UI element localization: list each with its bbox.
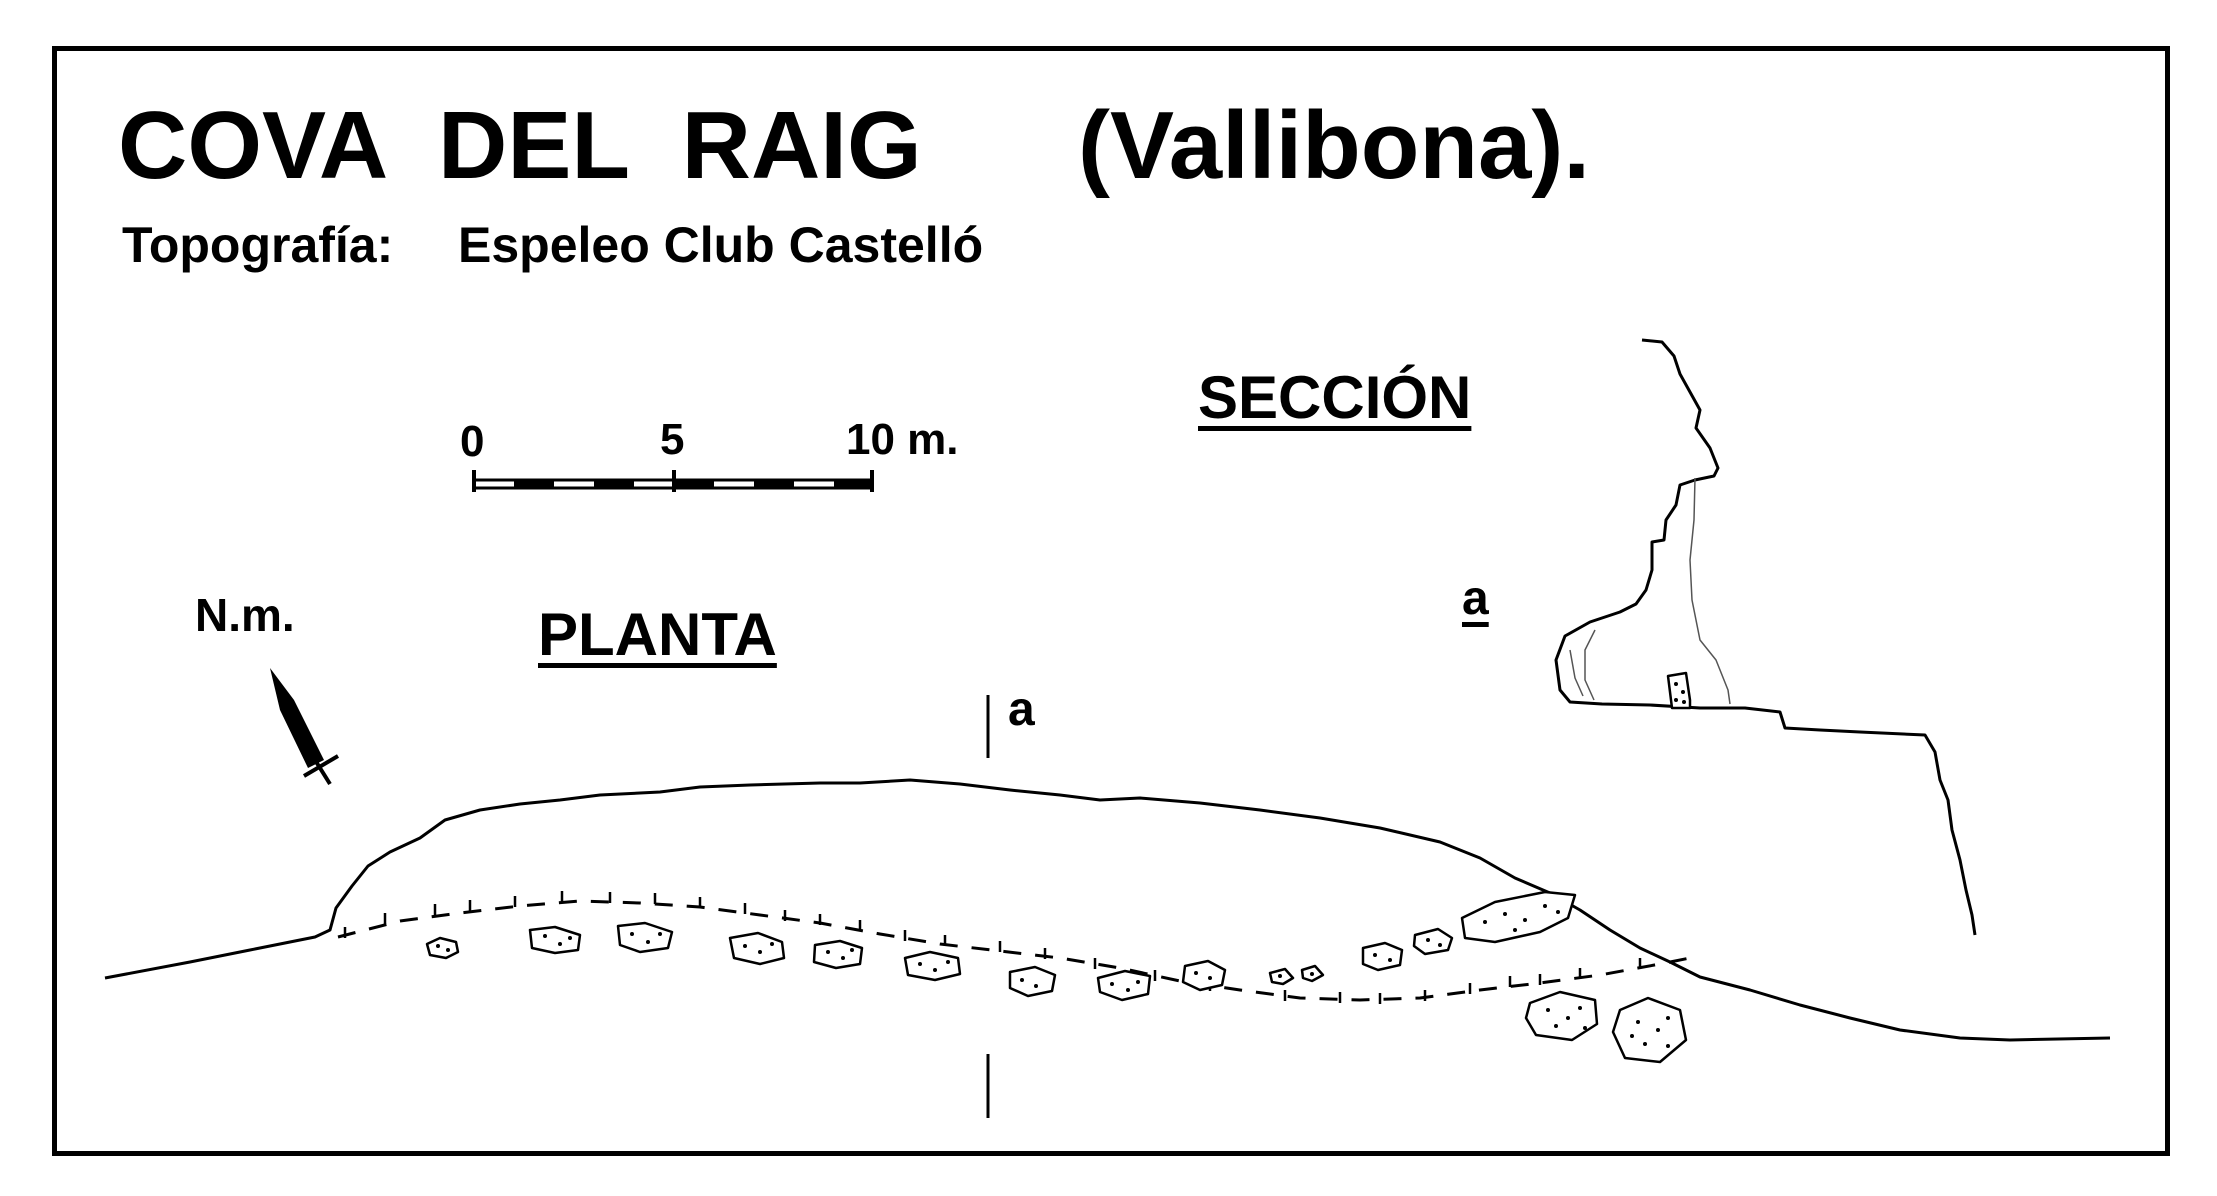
section-heading: SECCIÓN — [1198, 364, 1472, 431]
credit-author: Espeleo Club Castelló — [458, 217, 984, 273]
map-frame — [52, 46, 2170, 1156]
plan-dripline — [337, 899, 1691, 1002]
scale-bar — [472, 470, 874, 492]
section-boulder-stippling — [1674, 682, 1686, 704]
cave-title: COVA DEL RAIG — [118, 92, 922, 199]
location-title: (Vallibona). — [1078, 92, 1591, 199]
north-label: N.m. — [195, 589, 295, 641]
plan-boulders — [425, 890, 1688, 1064]
section-view — [1554, 338, 1977, 936]
section-boulder — [1666, 671, 1692, 710]
section-interior-lines — [1569, 477, 1731, 705]
plan-mark-label: a — [1008, 683, 1035, 736]
plan-view — [104, 778, 2111, 1064]
plan-cave-outline — [104, 778, 2111, 1042]
north-arrow-icon — [270, 668, 340, 786]
plan-dripline-ticks — [343, 891, 1642, 1004]
section-mark-label: a — [1462, 572, 1489, 625]
scale-label-10: 10 m. — [846, 415, 959, 464]
scale-label-5: 5 — [660, 415, 685, 464]
section-rock-profile — [1554, 338, 1977, 936]
boulder-stippling — [436, 904, 1670, 1048]
plan-heading: PLANTA — [538, 601, 777, 668]
credit-label: Topografía: — [122, 217, 394, 273]
scale-label-0: 0 — [460, 417, 485, 466]
